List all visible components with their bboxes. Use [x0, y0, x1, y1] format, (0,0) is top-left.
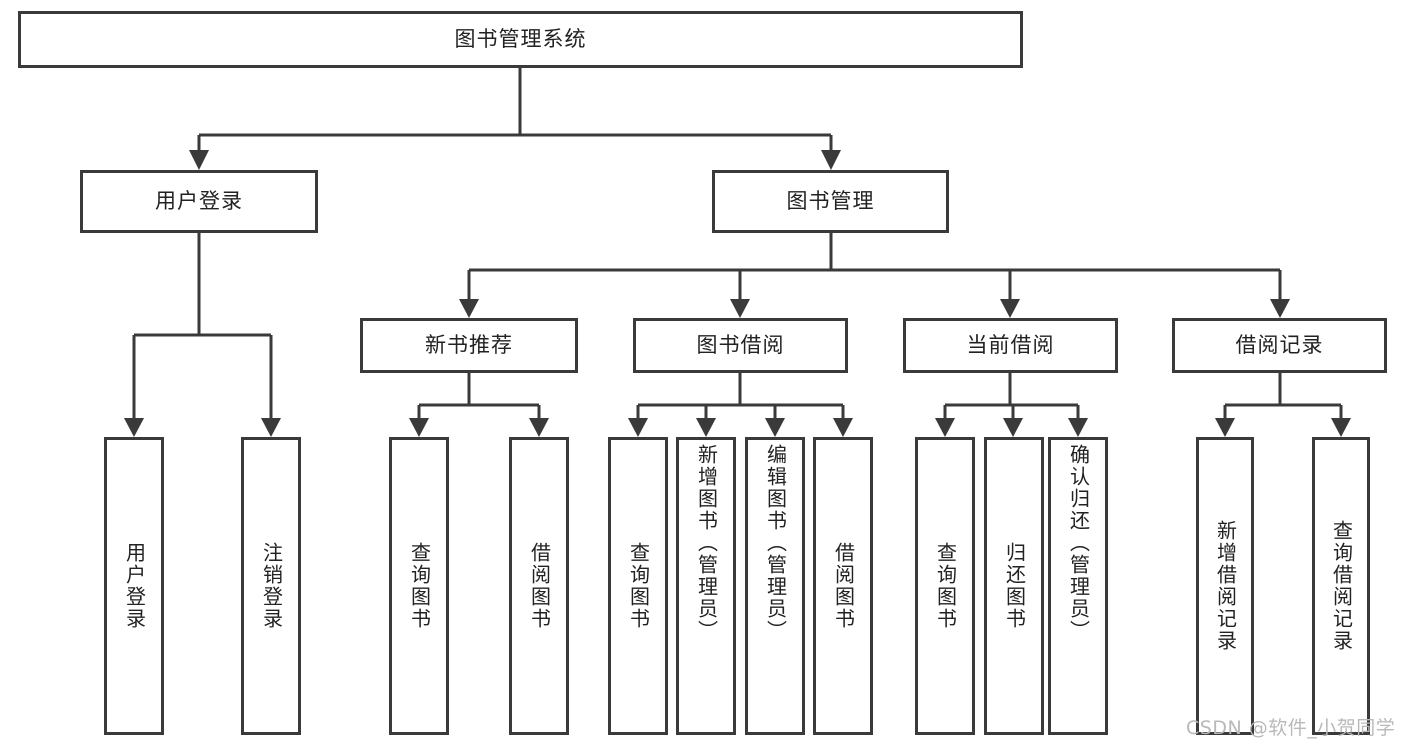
node-label: 查询图书 [933, 542, 958, 630]
node-new-book-recommend[interactable]: 新书推荐 [360, 318, 578, 373]
node-label: 图书管理 [786, 188, 875, 213]
leaf-add-borrow-record[interactable]: 新增借阅记录 [1196, 437, 1254, 735]
leaf-return-book[interactable]: 归还图书 [984, 437, 1044, 735]
node-label: 查询借阅记录 [1329, 520, 1354, 652]
node-label: 图书借阅 [696, 332, 785, 357]
leaf-query-book-recommend[interactable]: 查询图书 [389, 437, 449, 735]
node-label: 查询图书 [407, 542, 432, 630]
node-label: 用户登录 [122, 542, 147, 630]
node-current-borrow[interactable]: 当前借阅 [903, 318, 1118, 373]
node-label: 新增图书（管理员） [694, 444, 719, 642]
arrow-borrow-record [1270, 299, 1290, 318]
arrow-nb-2 [529, 418, 549, 437]
arrow-br-1 [1215, 418, 1235, 437]
arrow-bb-1 [628, 418, 648, 437]
arrow-leaf-logout [261, 418, 281, 437]
leaf-query-book-current[interactable]: 查询图书 [915, 437, 975, 735]
node-label: 查询图书 [626, 542, 651, 630]
node-book-borrow[interactable]: 图书借阅 [633, 318, 848, 373]
arrow-cb-2 [1003, 418, 1023, 437]
leaf-user-login[interactable]: 用户登录 [104, 437, 164, 735]
node-label: 借阅图书 [527, 542, 552, 630]
node-label: 用户登录 [155, 188, 243, 213]
csdn-watermark: CSDN @软件_小贺同学 [1186, 717, 1396, 739]
arrow-book-manage [821, 150, 841, 170]
node-label: 确认归还（管理员） [1066, 444, 1091, 642]
arrow-current-borrow [1000, 299, 1020, 318]
node-label: 新增借阅记录 [1213, 520, 1238, 652]
leaf-query-book-borrow[interactable]: 查询图书 [608, 437, 668, 735]
arrow-user-login [189, 150, 209, 170]
node-label: 新书推荐 [425, 332, 513, 357]
node-root-book-management-system[interactable]: 图书管理系统 [18, 11, 1023, 68]
node-label: 当前借阅 [966, 332, 1055, 357]
arrow-cb-3 [1068, 418, 1088, 437]
arrow-book-borrow [730, 299, 750, 318]
arrow-bb-4 [833, 418, 853, 437]
node-label: 图书管理系统 [454, 26, 587, 51]
node-book-management[interactable]: 图书管理 [712, 170, 949, 233]
arrow-br-2 [1331, 418, 1351, 437]
arrow-leaf-user-login [124, 418, 144, 437]
node-label: 编辑图书（管理员） [763, 444, 788, 642]
arrow-bb-2 [696, 418, 716, 437]
node-label: 借阅记录 [1235, 332, 1324, 357]
leaf-confirm-return-admin[interactable]: 确认归还（管理员） [1048, 437, 1108, 735]
leaf-logout[interactable]: 注销登录 [241, 437, 301, 735]
node-label: 借阅图书 [831, 542, 856, 630]
arrow-cb-1 [935, 418, 955, 437]
node-label: 归还图书 [1002, 542, 1027, 630]
leaf-borrow-book[interactable]: 借阅图书 [813, 437, 873, 735]
leaf-edit-book-admin[interactable]: 编辑图书（管理员） [745, 437, 805, 735]
node-user-login[interactable]: 用户登录 [80, 170, 318, 233]
leaf-query-borrow-record[interactable]: 查询借阅记录 [1312, 437, 1370, 735]
node-label: 注销登录 [259, 542, 284, 630]
arrow-nb-1 [409, 418, 429, 437]
arrow-bb-3 [765, 418, 785, 437]
arrow-new-book [459, 299, 479, 318]
leaf-add-book-admin[interactable]: 新增图书（管理员） [676, 437, 736, 735]
leaf-borrow-book-recommend[interactable]: 借阅图书 [509, 437, 569, 735]
node-borrow-record[interactable]: 借阅记录 [1172, 318, 1387, 373]
